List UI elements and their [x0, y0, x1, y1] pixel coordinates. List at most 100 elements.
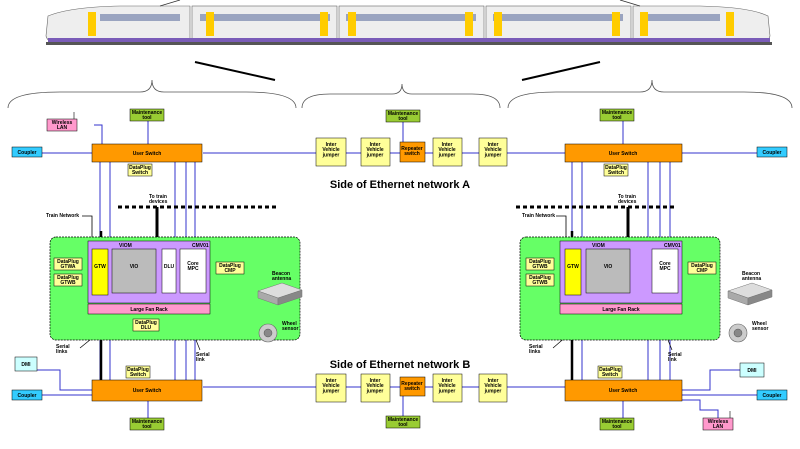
user-switch[interactable]: User Switch	[564, 379, 683, 402]
label-line: To train	[618, 194, 636, 200]
svg-text:VIO: VIO	[130, 264, 139, 270]
coupler[interactable]: Coupler	[11, 146, 43, 158]
label-line: tool	[142, 115, 152, 121]
svg-text:DMI: DMI	[21, 362, 31, 368]
label-line: sensor	[282, 326, 298, 332]
gtw-module[interactable]: GTW	[91, 248, 109, 296]
label-line: Coupler	[763, 150, 782, 156]
label-line: CMV01	[664, 243, 681, 249]
coupler[interactable]: Coupler	[11, 389, 43, 401]
viom-label: VIOM	[592, 243, 605, 249]
label-line: Beacon	[272, 271, 290, 277]
label-line: Inter	[442, 378, 453, 384]
label-line: Vehicle	[366, 147, 383, 153]
beacon-antenna[interactable]	[257, 282, 303, 306]
dmi[interactable]: DMI	[739, 362, 765, 378]
label-line: tool	[142, 424, 152, 430]
gtw-module[interactable]: GTW	[564, 248, 582, 296]
svg-text:Coupler: Coupler	[763, 393, 782, 399]
label-line: User Switch	[609, 151, 638, 157]
user-switch[interactable]: User Switch	[564, 143, 683, 163]
label-line: CMP	[224, 268, 236, 274]
label-line: GTW	[94, 264, 106, 270]
dmi[interactable]: DMI	[14, 356, 38, 372]
label-line: DataPlug	[129, 165, 151, 171]
wheel-sensor[interactable]	[728, 323, 748, 343]
label-line: jumper	[366, 152, 384, 158]
label-line: Wheel	[282, 321, 297, 327]
svg-text:Coupler: Coupler	[763, 150, 782, 156]
network-b-heading: Side of Ethernet network B	[330, 359, 471, 371]
large-fan-rack[interactable]: Large Fan Rack	[559, 303, 683, 315]
svg-text:Large Fan Rack: Large Fan Rack	[602, 307, 639, 313]
label-line: Serial	[196, 352, 210, 358]
label-line: MPC	[187, 266, 199, 272]
beacon-antenna[interactable]	[727, 282, 773, 306]
label-line: tool	[612, 115, 622, 121]
user-switch[interactable]: User Switch	[91, 143, 203, 163]
label-line: jumper	[484, 152, 502, 158]
label-line: jumper	[438, 388, 456, 394]
label-line: jumper	[322, 388, 340, 394]
large-fan-rack[interactable]: Large Fan Rack	[87, 303, 211, 315]
label-line: Serial	[529, 344, 543, 350]
label-line: VIO	[130, 264, 139, 270]
label-line: switch	[404, 151, 420, 157]
svg-text:DLU: DLU	[164, 264, 175, 270]
train-network-label: Train Network	[522, 213, 555, 219]
vio-module[interactable]: VIO	[585, 248, 631, 294]
label-line: Vehicle	[366, 383, 383, 389]
coupler[interactable]: Coupler	[756, 389, 788, 401]
coupler[interactable]: Coupler	[756, 146, 788, 158]
wheel-sensor[interactable]	[258, 323, 278, 343]
label-line: VIO	[604, 264, 613, 270]
vio-module[interactable]: VIO	[111, 248, 157, 294]
dlu-module[interactable]: DLU	[161, 248, 177, 294]
svg-text:User Switch: User Switch	[609, 151, 638, 157]
label-line: Repeater	[401, 146, 422, 152]
user-switch[interactable]: User Switch	[91, 379, 203, 402]
label-line: DataPlug	[529, 259, 551, 265]
label-line: links	[529, 349, 541, 355]
